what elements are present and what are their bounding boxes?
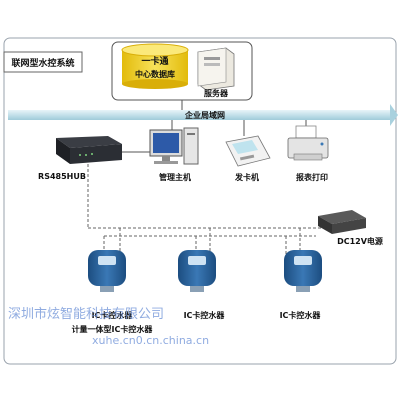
card-issuer-icon [225,135,271,167]
watermark-url: xuhe.cn0.cn.china.cn [92,334,209,347]
rs485-bus [87,164,331,254]
server-icon [197,47,235,91]
card-issuer-label: 发卡机 [234,172,259,182]
title-box: 联网型水控系统 [3,51,83,73]
network-label: 企业局域网 [184,110,225,120]
hub-label: RS485HUB [38,172,86,181]
water-controller-2 [178,250,216,292]
hub-icon [56,136,122,164]
host-computer-icon [149,127,199,165]
printer-label: 报表打印 [296,172,328,182]
controller-3-label: IC卡控水器 [280,310,322,320]
power-label: DC12V电源 [337,236,383,246]
network-bar [8,104,398,126]
controller-1-sublabel: 计量一体型IC卡控水器 [72,324,154,334]
controller-2-label: IC卡控水器 [184,310,226,320]
host-label: 管理主机 [159,172,191,182]
db-label-2: 中心数据库 [135,69,175,79]
server-label: 服务器 [204,88,229,98]
power-supply-icon [318,210,366,234]
watermark-company: 深圳市炫智能科技有限公司 [8,306,164,322]
printer-icon [287,125,329,161]
controller-1-label: IC卡控水器 [92,310,134,320]
database-icon [121,43,189,89]
diagram-title: 联网型水控系统 [11,57,74,69]
water-controller-1 [88,250,126,292]
water-controller-3 [284,250,322,292]
db-label-1: 一卡通 [141,55,168,67]
